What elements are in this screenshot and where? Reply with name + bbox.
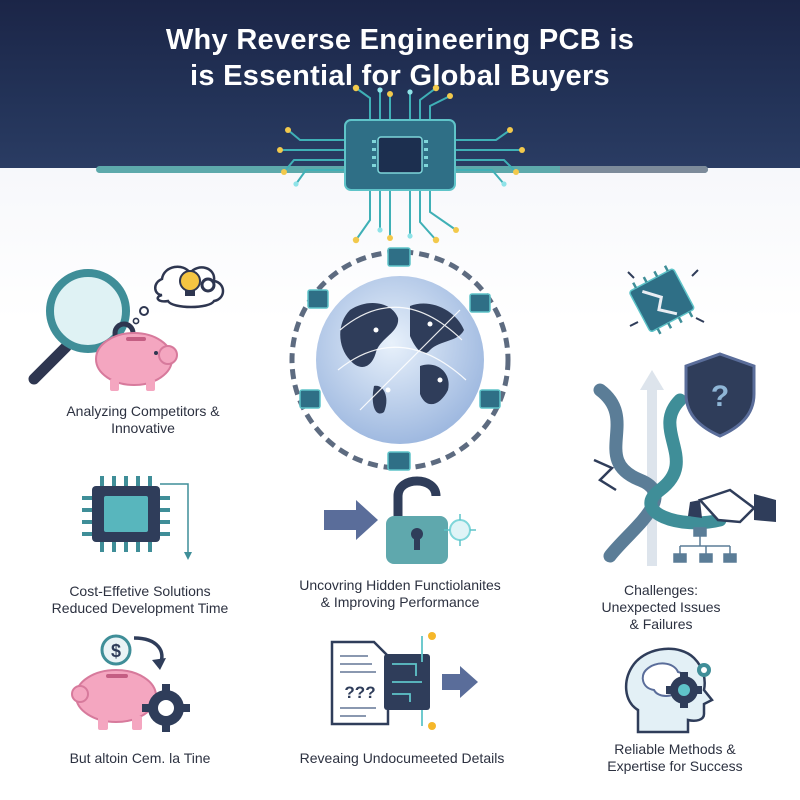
question-marks: ??? [344,683,375,702]
caption-line: Expertise for Success [607,758,743,774]
magnifier-piggy-bank-icon [28,265,225,391]
caption-challenges: Challenges: Unexpected Issues & Failures [586,582,736,633]
arrow-right-icon [442,666,478,698]
piggy-bank-dollar-icon: $ [71,634,190,732]
caption-line: Reduced Development Time [51,600,229,616]
caption-reliable-methods: Reliable Methods & Expertise for Success [590,741,760,775]
caption-line: But altoin Cem. la Tine [69,750,211,766]
caption-analyzing-competitors: Analyzing Competitors & Innovative [28,403,258,437]
page-title-line-2: is Essential for Global Buyers [190,60,610,92]
broken-chip-icon [627,265,705,335]
caption-uncovering-hidden: Uncovring Hidden Functiolanites & Improv… [270,577,530,611]
head-brain-gear-icon [625,647,714,734]
globe-chain-icon [289,247,511,471]
caption-line: Innovative [111,420,175,436]
dollar-symbol: $ [111,641,121,661]
caption-line: & Failures [629,616,693,632]
title-underline-bar-end [560,166,708,173]
caption-revealing-undocumented: Reveaing Undocumeeted Details [282,750,522,767]
globe-icon [316,276,484,444]
handshake-icon [688,488,776,524]
arrow-right-icon [324,500,378,540]
caption-line: & Improving Performance [320,594,480,610]
shield-question-icon: ? [684,352,756,438]
microchip-icon [82,476,192,560]
page-title: Why Reverse Engineering PCB is is Essent… [0,22,800,94]
caption-line: Cost-Effetive Solutions [69,583,211,599]
challenges-twisted-arrows-icon: ? [593,352,776,566]
gear-icon [142,684,190,732]
dollar-coin-icon [100,634,132,666]
caption-bottom-left: But altoin Cem. la Tine [30,750,250,767]
magnifier-icon [46,269,130,353]
question-symbol: ? [711,380,729,413]
caption-line: Challenges: [624,582,698,598]
caption-line: Unexpected Issues [601,599,721,615]
caption-line: Analyzing Competitors & [66,403,220,419]
gear-icon [666,672,702,708]
caption-line: Reliable Methods & [614,741,736,757]
caption-cost-effective: Cost-Effetive Solutions Reduced Developm… [20,583,260,617]
document-circuit-icon: ??? [330,632,478,730]
caption-line: Reveaing Undocumeeted Details [299,750,505,766]
gear-small-icon [697,663,711,677]
lightbulb-icon [179,270,201,292]
gear-icon [200,277,216,293]
padlock-unlock-icon [324,476,476,564]
page-title-line-1: Why Reverse Engineering PCB is [165,24,635,56]
circuit-chip-icon [277,84,525,244]
caption-line: Uncovring Hidden Functiolanites [299,577,501,593]
